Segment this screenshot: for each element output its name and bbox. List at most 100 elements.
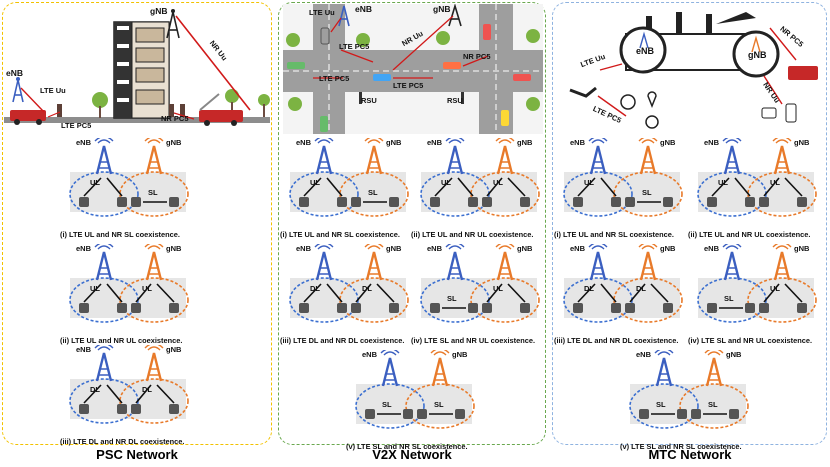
enb-label: eNB: [704, 138, 720, 147]
cellular-link-arrow: [106, 177, 123, 197]
gnb-label: gNB: [386, 138, 402, 147]
user-device-icon: [417, 409, 427, 419]
user-device-icon: [79, 404, 89, 414]
v2x-enb-label: eNB: [355, 4, 373, 14]
mtc-panel-title: MTC Network: [648, 447, 732, 462]
gnb-label: gNB: [660, 244, 676, 253]
cellular-link-arrow: [763, 283, 780, 303]
user-device-icon: [520, 197, 530, 207]
nr-coverage-ellipse: [679, 383, 749, 429]
user-device-icon: [691, 409, 701, 419]
user-device-icon: [663, 197, 673, 207]
coexistence-diagram: [563, 138, 683, 217]
gnb-tower-icon: [638, 138, 658, 175]
user-device-icon: [117, 404, 127, 414]
gnb-label: gNB: [386, 244, 402, 253]
lte-link-label: UL: [90, 178, 100, 187]
user-device-icon: [663, 303, 673, 313]
cellular-link-arrow: [784, 283, 803, 303]
user-device-icon: [117, 303, 127, 313]
cellular-link-arrow: [355, 283, 372, 303]
lte-coverage-ellipse: [69, 171, 139, 217]
user-device-icon: [389, 197, 399, 207]
cellular-link-arrow: [434, 177, 453, 197]
cellular-link-arrow: [507, 283, 526, 303]
user-device-icon: [639, 409, 649, 419]
enb-tower-icon: [94, 138, 114, 175]
cellular-link-arrow: [106, 384, 123, 404]
user-device-icon: [337, 303, 347, 313]
v2x-lte-uu-label: LTE Uu: [309, 8, 335, 17]
user-device-icon: [745, 303, 755, 313]
user-device-icon: [117, 197, 127, 207]
gnb-label: gNB: [166, 244, 182, 253]
user-device-icon: [759, 197, 769, 207]
user-device-icon: [625, 303, 635, 313]
enb-tower-icon: [722, 244, 742, 281]
lte-link-label: SL: [724, 294, 734, 303]
user-device-icon: [759, 303, 769, 313]
coexistence-diagram: [69, 138, 189, 217]
cellular-link-arrow: [711, 177, 730, 197]
user-device-icon: [611, 197, 621, 207]
coexistence-diagram: [289, 244, 409, 323]
user-device-icon: [797, 303, 807, 313]
cellular-link-arrow: [486, 177, 503, 197]
coexistence-caption: (v) LTE SL and NR SL coexistence.: [620, 442, 742, 451]
psc-gnb-label: gNB: [150, 6, 168, 16]
nr-coverage-ellipse: [747, 277, 817, 323]
mtc-scene-illustration: [569, 12, 818, 129]
coexistence-caption: (iii) LTE DL and NR DL coexistence.: [554, 336, 679, 345]
gnb-label: gNB: [517, 244, 533, 253]
v2x-panel: [278, 2, 546, 445]
cellular-link-arrow: [629, 283, 646, 303]
coexistence-diagram: [69, 244, 189, 323]
cellular-link-arrow: [156, 283, 175, 303]
user-device-icon: [573, 197, 583, 207]
cellular-link-arrow: [600, 283, 617, 303]
nr-coverage-ellipse: [470, 171, 540, 217]
cellular-link-arrow: [734, 177, 751, 197]
user-device-icon: [468, 303, 478, 313]
nr-link-label: UL: [770, 284, 780, 293]
enb-label: eNB: [362, 350, 378, 359]
mtc-enb-label: eNB: [636, 46, 655, 56]
lte-link-label: SL: [382, 400, 392, 409]
user-device-icon: [365, 409, 375, 419]
enb-label: eNB: [427, 138, 443, 147]
enb-label: eNB: [76, 244, 92, 253]
nr-link-label: SL: [368, 188, 378, 197]
user-device-icon: [351, 303, 361, 313]
psc-scene: eNB gNB LTE Uu NR Uu LTE PC5 NR PC5: [4, 4, 270, 134]
user-device-icon: [169, 303, 179, 313]
v2x-rsu-label-a: RSU: [361, 96, 377, 105]
user-device-icon: [131, 303, 141, 313]
cellular-link-arrow: [486, 283, 503, 303]
lte-link-label: DL: [90, 385, 100, 394]
enb-label: eNB: [570, 138, 586, 147]
cellular-link-arrow: [135, 384, 152, 404]
gnb-label: gNB: [166, 138, 182, 147]
cellular-link-arrow: [376, 283, 395, 303]
coexistence-diagram: [629, 350, 749, 429]
lte-link-label: UL: [90, 284, 100, 293]
user-device-icon: [337, 197, 347, 207]
user-device-icon: [169, 404, 179, 414]
user-device-icon: [729, 409, 739, 419]
gnb-tower-icon: [495, 244, 515, 281]
psc-panel: [2, 2, 272, 445]
user-device-icon: [611, 303, 621, 313]
lte-link-label: UL: [718, 178, 728, 187]
cellular-link-arrow: [83, 384, 102, 404]
coexistence-diagram: [69, 345, 189, 424]
cellular-link-arrow: [303, 283, 322, 303]
nr-link-label: UL: [493, 284, 503, 293]
coexistence-diagram: [697, 244, 817, 323]
